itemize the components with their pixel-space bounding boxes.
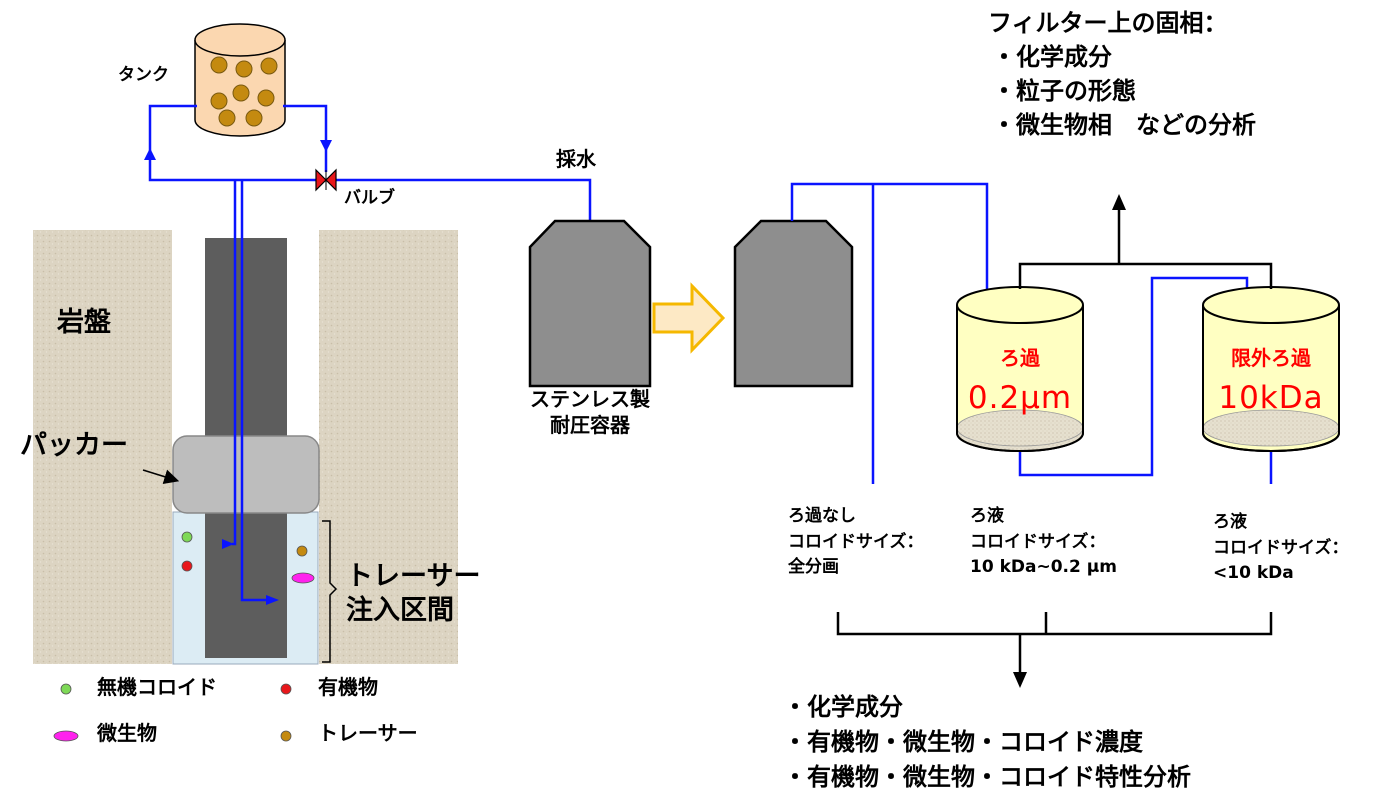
fraction-2-line2: コロイドサイズ： xyxy=(970,531,1106,552)
tracer-section-label: トレーサー 注入区間 xyxy=(346,560,480,628)
fraction-1-line1: ろ過なし xyxy=(788,506,856,526)
fraction-unfiltered: ろ過なし コロイドサイズ： 全分画 xyxy=(788,504,924,581)
solid-phase-connector xyxy=(1018,205,1273,289)
legend-tracer-marker xyxy=(280,730,292,742)
tracer-section-line2: 注入区間 xyxy=(346,594,454,626)
vessel-line2: 耐圧容器 xyxy=(550,413,630,437)
solid-phase-item-3: ・微生物相 などの分析 xyxy=(992,111,1256,140)
tracer-particle xyxy=(296,545,308,557)
solid-phase-analysis: フィルター上の固相： ・化学成分 ・粒子の形態 ・微生物相 などの分析 xyxy=(988,6,1256,142)
microbe-particle xyxy=(291,572,315,584)
analysis-item-1: ・化学成分 xyxy=(783,693,903,721)
filter2-size: 10kDa xyxy=(1218,380,1324,416)
right-piping xyxy=(790,182,1273,484)
legend-microbe-marker xyxy=(53,730,79,742)
tank-label: タンク xyxy=(118,65,169,85)
filter-unit-2 xyxy=(1202,286,1340,452)
inorganic-colloid-particle xyxy=(181,531,193,543)
analysis-arrow xyxy=(1013,672,1027,688)
liquid-analysis: ・化学成分 ・有機物・微生物・コロイド濃度 ・有機物・微生物・コロイド特性分析 xyxy=(783,690,1191,794)
organic-particle xyxy=(181,560,193,572)
pressure-vessel-2 xyxy=(733,219,854,388)
fraction-3-line1: ろ液 xyxy=(1213,512,1247,532)
legend-tracer-label: トレーサー xyxy=(318,721,418,745)
packer xyxy=(172,435,320,514)
legend-markers xyxy=(53,683,292,742)
analysis-item-2: ・有機物・微生物・コロイド濃度 xyxy=(783,727,1143,756)
legend-inorganic-colloid-label: 無機コロイド xyxy=(97,675,217,699)
bedrock xyxy=(33,230,458,664)
tracer-section-line1: トレーサー xyxy=(346,561,481,592)
fraction-3-line3: <10 kDa xyxy=(1213,563,1294,583)
piping xyxy=(148,104,592,602)
solid-phase-item-2: ・粒子の形態 xyxy=(992,77,1136,106)
fraction-2-line3: 10 kDa~0.2 μm xyxy=(970,557,1117,577)
filtrate-connector xyxy=(836,612,1273,672)
solid-phase-item-1: ・化学成分 xyxy=(992,43,1112,72)
solid-phase-arrow xyxy=(1112,194,1126,210)
fraction-filtrate-1: ろ液 コロイドサイズ： 10 kDa~0.2 μm xyxy=(970,504,1117,581)
filter1-size: 0.2μm xyxy=(967,380,1073,416)
analysis-item-3: ・有機物・微生物・コロイド特性分析 xyxy=(783,762,1191,791)
pressure-vessel xyxy=(528,219,652,388)
fraction-1-line3: 全分画 xyxy=(788,557,839,577)
interval-bracket xyxy=(322,520,338,663)
transfer-arrow xyxy=(652,282,726,354)
legend-organic-label: 有機物 xyxy=(318,675,378,699)
vessel-line1: ステンレス製 xyxy=(530,387,650,411)
filter-unit-1 xyxy=(956,286,1084,452)
valve xyxy=(315,168,337,192)
fraction-3-line2: コロイドサイズ： xyxy=(1213,537,1349,558)
vessel-label: ステンレス製 耐圧容器 xyxy=(510,386,670,438)
fraction-1-line2: コロイドサイズ： xyxy=(788,531,924,552)
flow-arrows xyxy=(144,140,332,605)
fraction-filtrate-2: ろ液 コロイドサイズ： <10 kDa xyxy=(1213,510,1349,587)
sampling-label: 採水 xyxy=(556,147,596,171)
solid-phase-title: フィルター上の固相： xyxy=(988,9,1228,37)
fraction-2-line1: ろ液 xyxy=(970,506,1004,526)
legend-organic-marker xyxy=(280,683,292,695)
rock-label: 岩盤 xyxy=(57,307,111,338)
legend-microbe-label: 微生物 xyxy=(97,721,157,745)
tank xyxy=(194,23,286,137)
interval-particles xyxy=(181,531,315,584)
packer-label: パッカー xyxy=(20,430,128,461)
filter1-name: ろ過 xyxy=(1000,346,1040,370)
filter2-name: 限外ろ過 xyxy=(1231,346,1311,370)
packer-pointer xyxy=(142,469,180,484)
legend-inorganic-colloid-marker xyxy=(60,683,72,695)
valve-label: バルブ xyxy=(344,188,395,208)
